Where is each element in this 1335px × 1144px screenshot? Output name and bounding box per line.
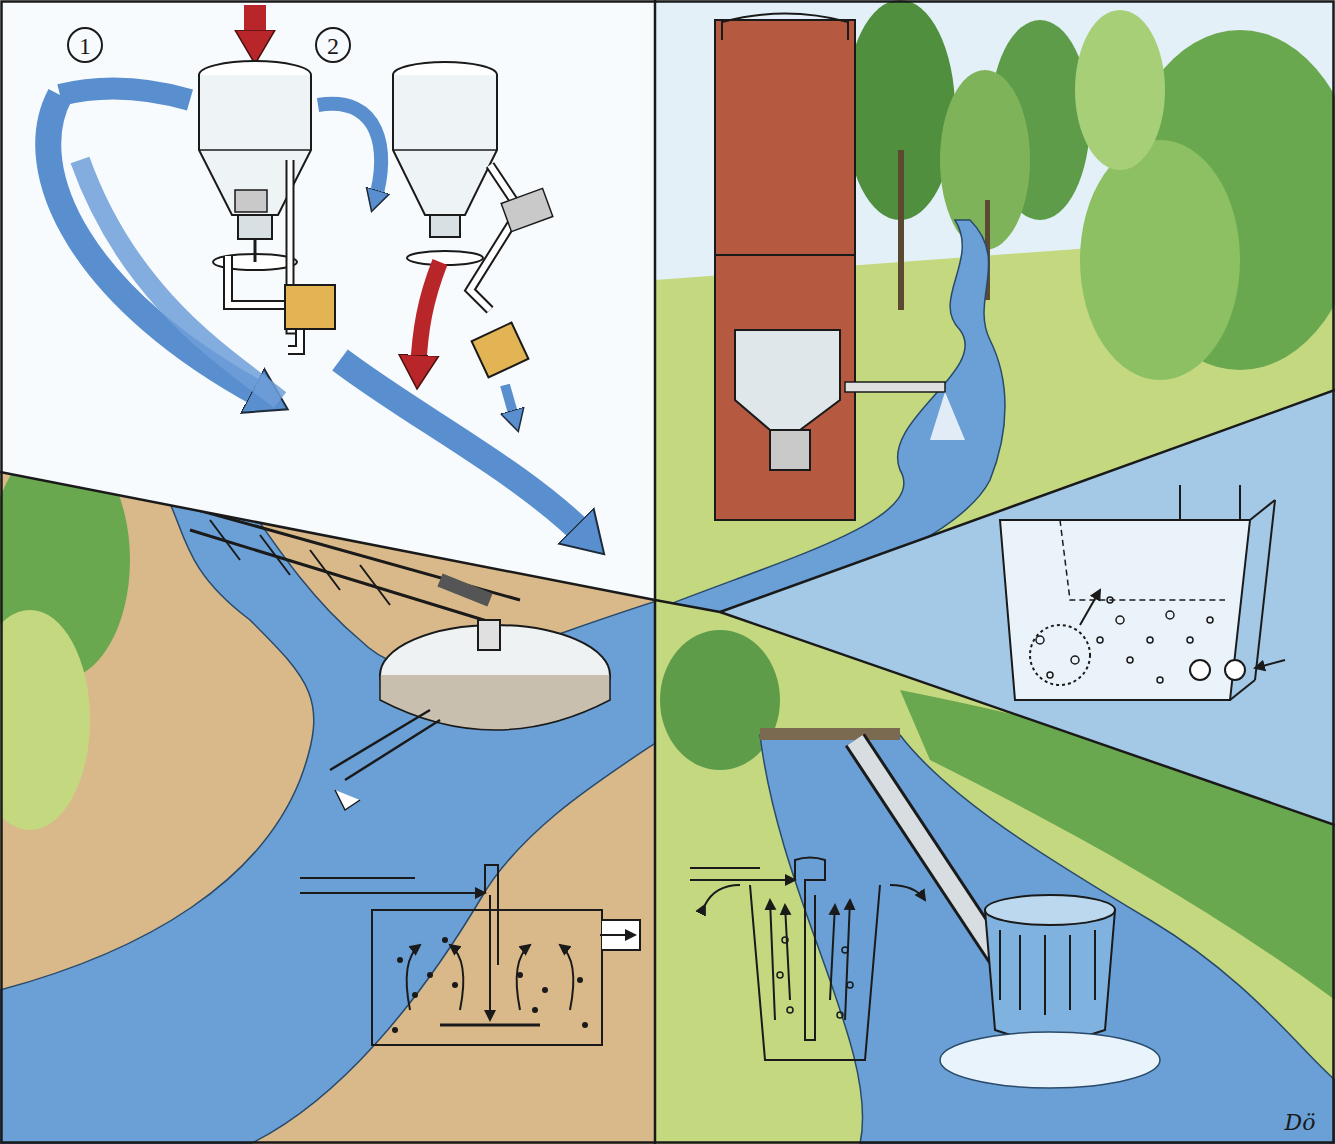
round-tank-panel xyxy=(0,440,660,1144)
cone-aerator-panel xyxy=(650,590,1335,1144)
callout-number: 1 xyxy=(79,33,91,60)
artist-signature: Dö xyxy=(1285,1110,1316,1135)
callout-number: 2 xyxy=(327,33,339,60)
